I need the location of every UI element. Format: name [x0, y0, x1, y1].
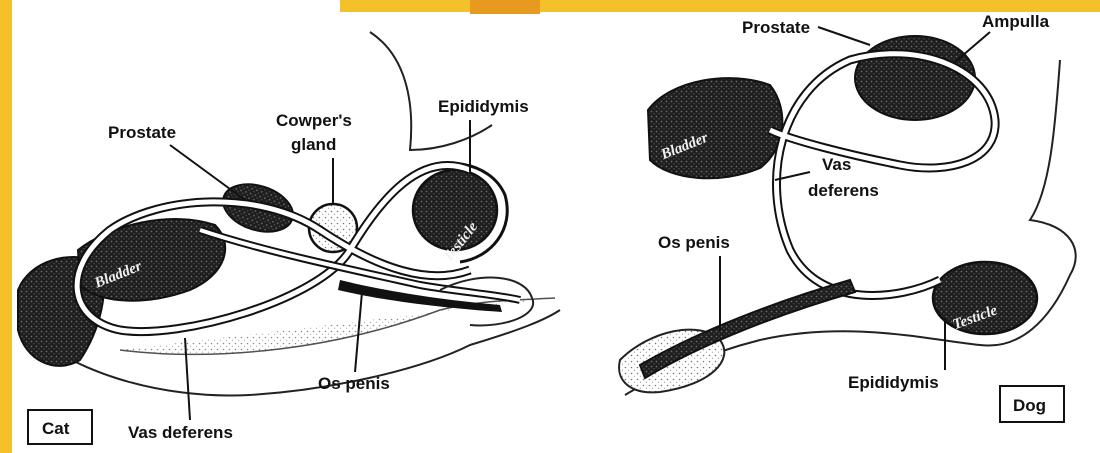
dog-prostate-leader [818, 27, 870, 45]
dog-testicle [933, 262, 1037, 334]
frame-top-bar [340, 0, 1100, 12]
dog-os-penis-label: Os penis [658, 233, 730, 252]
cat-vas-deferens-label: Vas deferens [128, 423, 233, 442]
cat-prostate-label: Prostate [108, 123, 176, 142]
cat-cowpers-label: Cowper's [276, 111, 352, 130]
dog-epididymis-label: Epididymis [848, 373, 939, 392]
cat-body-outline [370, 32, 492, 150]
dog-vas-label-2: deferens [808, 181, 879, 200]
dog-prostate [855, 36, 975, 120]
cat-prostate-leader [170, 145, 245, 200]
dog-tag: Dog [1013, 396, 1046, 415]
cat-panel: Bladder Testicle Prostate Cowper's gland… [18, 32, 560, 444]
cat-cowpers-label-2: gland [291, 135, 336, 154]
dog-prostate-label: Prostate [742, 18, 810, 37]
dog-vas-label: Vas [822, 155, 851, 174]
dog-ampulla-leader [955, 32, 990, 62]
cat-tag: Cat [42, 419, 70, 438]
dog-ampulla-label: Ampulla [982, 12, 1050, 31]
frame-left-bar [0, 0, 12, 453]
dog-bladder [648, 78, 782, 178]
frame-top-accent [470, 0, 540, 14]
cat-epididymis-label: Epididymis [438, 97, 529, 116]
dog-panel: Bladder Testicle Prostate Ampulla Vas de… [619, 12, 1076, 422]
dog-os-penis [640, 280, 855, 378]
cat-os-penis-label: Os penis [318, 374, 390, 393]
